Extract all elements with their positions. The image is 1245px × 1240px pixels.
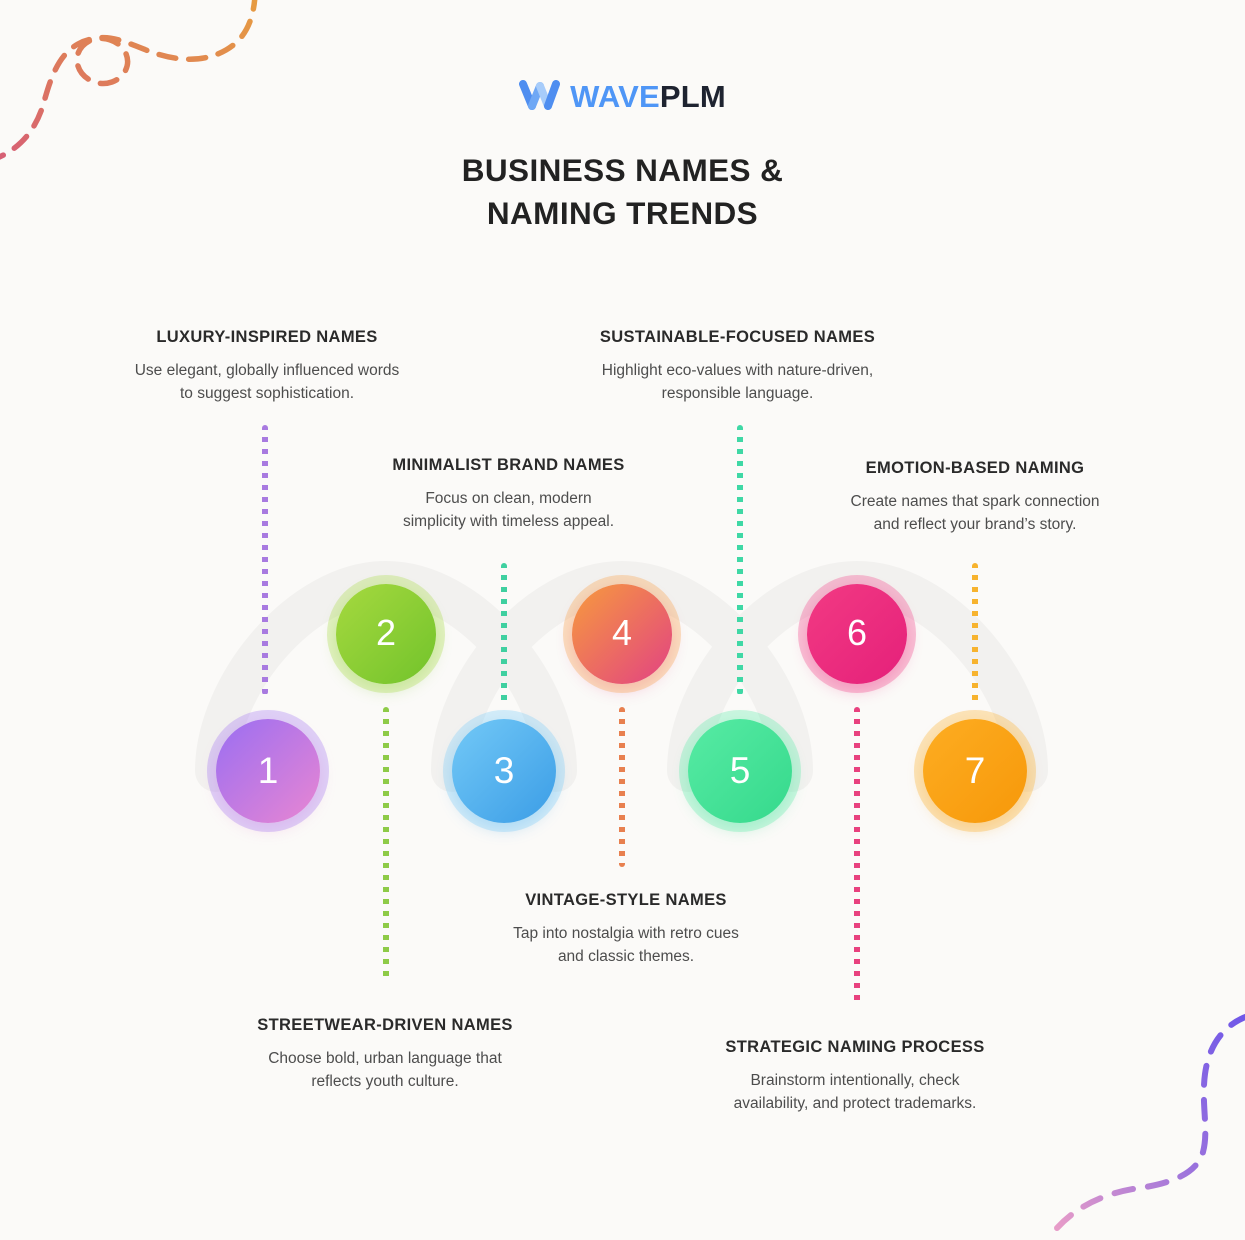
page-title-line-2: NAMING TRENDS xyxy=(486,195,759,232)
step-number-2: 2 xyxy=(375,612,397,653)
step-desc-5-line-1: Highlight eco-values with nature-driven, xyxy=(601,362,874,379)
step-number-4: 4 xyxy=(611,612,633,653)
step-label-1: LUXURY-INSPIRED NAMES Use elegant, globa… xyxy=(92,328,442,406)
dotted-connector-7 xyxy=(972,563,978,703)
step-circle-1[interactable]: 1 xyxy=(216,719,320,823)
step-title-3: STREETWEAR-DRIVEN NAMES xyxy=(257,1016,513,1034)
step-desc-1-line-2: to suggest sophistication. xyxy=(179,384,355,402)
dotted-connector-4 xyxy=(619,707,625,867)
step-desc-3: Choose bold, urban language that reflect… xyxy=(226,1048,544,1094)
dotted-connector-5 xyxy=(737,425,743,695)
step-desc-4-line-2: and classic themes. xyxy=(557,947,695,965)
dotted-connector-1 xyxy=(262,425,268,695)
brand-wordmark: WAVEPLM xyxy=(570,81,726,112)
step-desc-4-line-1: Tap into nostalgia with retro cues xyxy=(513,925,739,942)
step-number-6: 6 xyxy=(846,612,868,653)
step-desc-2-line-2: simplicity with timeless appeal. xyxy=(402,512,615,530)
dotted-connector-6 xyxy=(854,707,860,1007)
brand-logo: WAVEPLM xyxy=(0,80,1245,112)
step-desc-5-line-2: responsible language. xyxy=(661,384,814,402)
step-number-5: 5 xyxy=(729,749,751,791)
step-desc-1-line-1: Use elegant, globally influenced words xyxy=(134,362,400,379)
step-desc-4: Tap into nostalgia with retro cues and c… xyxy=(466,923,786,969)
step-title-4: VINTAGE-STYLE NAMES xyxy=(525,891,727,909)
step-desc-5: Highlight eco-values with nature-driven,… xyxy=(560,360,915,406)
step-title-5: SUSTAINABLE-FOCUSED NAMES xyxy=(599,328,876,346)
step-desc-7: Create names that spark connection and r… xyxy=(810,491,1140,537)
step-circle-3[interactable]: 3 xyxy=(452,719,556,823)
step-number-1: 1 xyxy=(257,749,279,791)
page-title-line-1: BUSINESS NAMES & xyxy=(461,152,784,188)
step-circle-7[interactable]: 7 xyxy=(923,719,1027,823)
step-number-3: 3 xyxy=(493,749,515,791)
wave-w-logo-icon xyxy=(519,80,561,110)
step-desc-1: Use elegant, globally influenced words t… xyxy=(92,360,442,406)
step-circle-2[interactable]: 2 xyxy=(336,584,436,684)
step-circle-5[interactable]: 5 xyxy=(688,719,792,823)
step-desc-6: Brainstorm intentionally, check availabi… xyxy=(700,1070,1010,1116)
step-title-6: STRATEGIC NAMING PROCESS xyxy=(725,1038,985,1056)
step-label-5: SUSTAINABLE-FOCUSED NAMES Highlight eco-… xyxy=(560,328,915,406)
step-title-7: EMOTION-BASED NAMING xyxy=(865,459,1085,477)
brand-name-plm: PLM xyxy=(659,78,726,114)
step-desc-3-line-1: Choose bold, urban language that xyxy=(268,1050,502,1067)
page-header: WAVEPLM BUSINESS NAMES & NAMING TRENDS xyxy=(0,0,1245,236)
step-circle-4[interactable]: 4 xyxy=(572,584,672,684)
step-label-6: STRATEGIC NAMING PROCESS Brainstorm inte… xyxy=(700,1038,1010,1116)
step-number-7: 7 xyxy=(964,749,986,791)
step-desc-3-line-2: reflects youth culture. xyxy=(311,1072,459,1090)
step-label-4: VINTAGE-STYLE NAMES Tap into nostalgia w… xyxy=(466,891,786,969)
step-label-7: EMOTION-BASED NAMING Create names that s… xyxy=(810,459,1140,537)
brand-name-wave: WAVE xyxy=(570,78,660,114)
step-title-2: MINIMALIST BRAND NAMES xyxy=(392,456,625,474)
dotted-connector-2 xyxy=(383,707,389,982)
page-title: BUSINESS NAMES & NAMING TRENDS xyxy=(0,149,1245,236)
step-desc-6-line-1: Brainstorm intentionally, check xyxy=(750,1072,960,1089)
step-desc-2: Focus on clean, modern simplicity with t… xyxy=(326,488,691,534)
step-label-2: MINIMALIST BRAND NAMES Focus on clean, m… xyxy=(326,456,691,534)
step-label-3: STREETWEAR-DRIVEN NAMES Choose bold, urb… xyxy=(226,1016,544,1094)
step-title-1: LUXURY-INSPIRED NAMES xyxy=(156,328,378,346)
dotted-connector-3 xyxy=(501,563,507,703)
step-desc-7-line-1: Create names that spark connection xyxy=(850,493,1100,510)
step-desc-7-line-2: and reflect your brand’s story. xyxy=(873,515,1077,533)
step-circle-6[interactable]: 6 xyxy=(807,584,907,684)
step-desc-2-line-1: Focus on clean, modern xyxy=(425,490,592,507)
step-desc-6-line-2: availability, and protect trademarks. xyxy=(733,1094,977,1112)
